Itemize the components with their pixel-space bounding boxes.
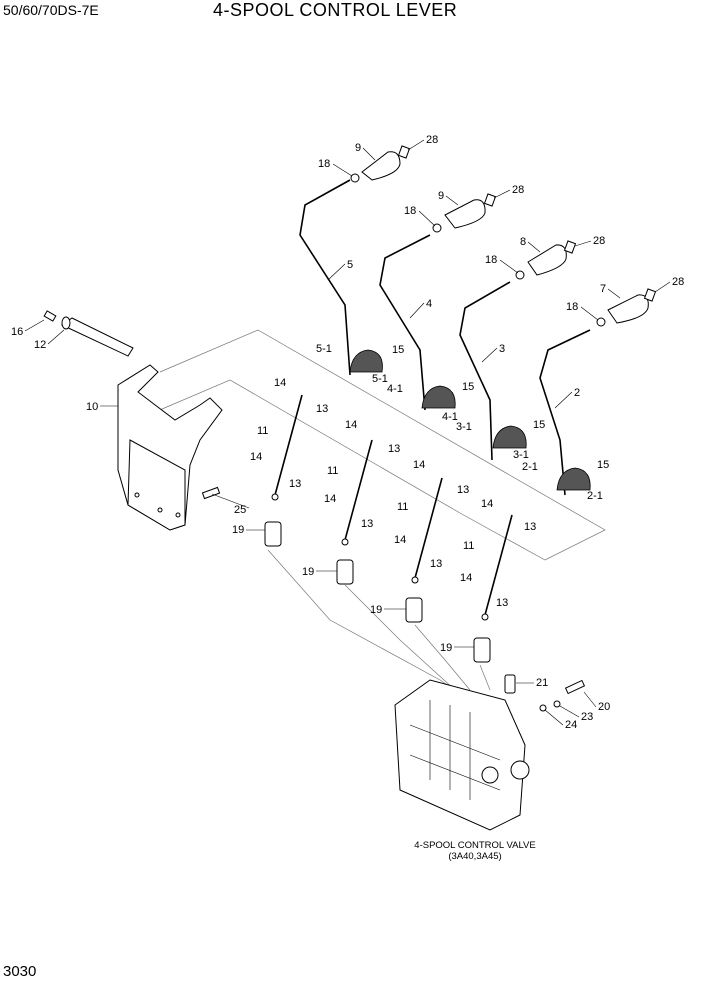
callout: 15 [392,344,404,356]
callout: 13 [496,597,508,609]
callout: 18 [485,254,497,266]
callout: 11 [397,501,408,513]
callout: 18 [404,205,416,217]
callout: 28 [426,134,438,146]
callout: 19 [370,604,382,616]
callout: 13 [289,478,301,490]
valve-caption-line1: 4-SPOOL CONTROL VALVE [414,840,536,851]
callout: 14 [274,377,286,389]
callout: 18 [566,301,578,313]
callout: 9 [438,190,444,202]
callout: 14 [460,572,472,584]
callout: 4-1 [387,383,403,395]
callout: 14 [324,493,336,505]
callout: 3 [499,343,505,355]
callout: 4 [426,298,432,310]
callout: 18 [318,158,330,170]
mounting-bracket [117,364,223,531]
callout: 2-1 [522,461,538,473]
control-valve [394,674,586,831]
lever-boots [349,349,591,491]
page-title: 4-SPOOL CONTROL LEVER [213,0,458,20]
callout: 5 [347,259,353,271]
link-rods [271,394,513,621]
callout: 13 [388,443,400,455]
callout: 13 [457,484,469,496]
callout: 11 [327,465,338,477]
callout: 28 [593,235,605,247]
leader-lines [24,139,671,726]
lever-rods [299,179,591,496]
callout: 13 [430,558,442,570]
callout: 10 [86,401,98,413]
callout: 21 [536,677,548,689]
callout: 25 [234,504,246,516]
callout: 15 [462,381,474,393]
callout: 15 [597,459,609,471]
callout: 24 [565,719,577,731]
callout: 28 [672,276,684,288]
callout: 19 [440,642,452,654]
callout: 14 [481,498,493,510]
callout: 4-1 [442,411,458,423]
valve-caption-line2: (3A40,3A45) [448,851,502,862]
callout: 15 [533,419,545,431]
callout: 14 [394,534,406,546]
callout: 14 [345,419,357,431]
callout-labels: 28 9 18 28 9 18 28 8 18 28 7 18 5 4 3 2 … [11,134,684,731]
callout: 13 [361,518,373,530]
callout: 23 [581,711,593,723]
page-number: 3030 [3,963,37,980]
callout: 28 [512,184,524,196]
callout: 7 [600,283,606,295]
callout: 14 [413,459,425,471]
valve-caption: 4-SPOOL CONTROL VALVE (3A40,3A45) [380,840,570,862]
callout: 13 [524,521,536,533]
callout: 11 [463,540,474,552]
callout: 5-1 [316,343,332,355]
callout: 20 [598,701,610,713]
callout: 3-1 [456,421,472,433]
callout: 13 [316,403,328,415]
bushings [264,521,491,663]
callout: 2 [574,387,580,399]
lever-knobs [350,145,657,327]
callout: 19 [302,566,314,578]
callout: 2-1 [587,490,603,502]
callout: 3-1 [513,449,529,461]
callout: 9 [355,142,361,154]
pivot-pin [43,310,134,357]
bolt [201,486,221,500]
callout: 12 [34,339,46,351]
callout: 19 [232,524,244,536]
callout: 16 [11,326,23,338]
model-label: 50/60/70DS-7E [3,2,99,18]
callout: 8 [520,236,526,248]
callout: 11 [257,425,268,437]
callout: 14 [250,451,262,463]
assembly-outline-lines [147,329,606,701]
callout: 5-1 [372,373,388,385]
